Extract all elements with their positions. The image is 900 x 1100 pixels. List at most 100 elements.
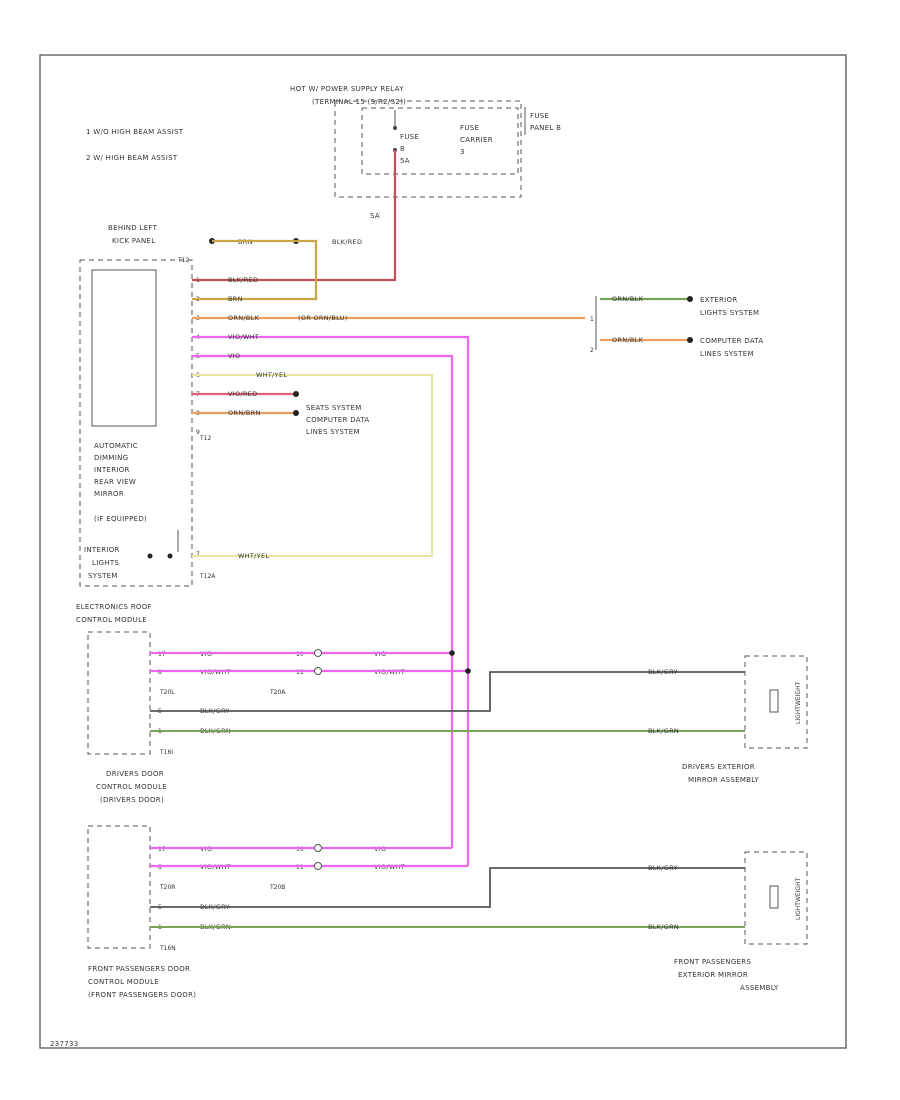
wire-label: WHT/YEL: [256, 371, 287, 379]
mirror-pin: 9: [196, 429, 200, 436]
mirror-connector-bottom: T12: [199, 435, 211, 442]
mirror-label-l3: INTERIOR: [94, 466, 130, 474]
pd-gnd1: [150, 867, 745, 908]
pm-label-l3: ASSEMBLY: [740, 984, 779, 992]
drivers-mirror-box: [744, 655, 808, 749]
branch-wire-2-label: ORN/BLK: [612, 336, 644, 344]
diagram-id: 237733: [50, 1040, 79, 1048]
mirror-pin-lower: 7: [196, 551, 200, 558]
pass-mirror-device: LIGHTWEIGHT: [795, 877, 802, 920]
wire-label: WHT/YEL: [238, 552, 269, 560]
dd-splice-violet-wht: [465, 668, 471, 674]
dd-conn-b: T20A: [269, 689, 286, 696]
pd-pin-top: 17: [158, 846, 166, 853]
kick-panel-ground: BEHIND LEFT KICK PANEL BRN BLK/RED T12: [108, 224, 362, 264]
exterior-lights-branch: ORN/BLK ORN/BLK 1 2 EXTERIOR LIGHTS SYST…: [590, 295, 764, 358]
branch-wire-1-label: ORN/BLK: [612, 295, 644, 303]
relay-title: HOT W/ POWER SUPPLY RELAY: [290, 85, 404, 93]
fuse-carrier-label-l2: CARRIER: [460, 136, 493, 144]
pd-inline-top: 10: [296, 846, 304, 853]
dd-label-l3: (DRIVERS DOOR): [100, 796, 164, 804]
dd-pin-bottom: 8: [158, 669, 162, 676]
fuse-terminal-top: [393, 126, 397, 130]
pd-inline-bottom: 11: [296, 864, 304, 871]
dd-inline-top: 10: [296, 651, 304, 658]
mirror-label-l1: AUTOMATIC: [94, 442, 138, 450]
fuse-carrier-box: [361, 107, 519, 175]
fuse-number: 8: [400, 145, 405, 153]
power-supply-relay: HOT W/ POWER SUPPLY RELAY (TERMINAL 15 (…: [290, 85, 561, 220]
wire-violet-wht: [192, 335, 470, 866]
dd-gnd1: [150, 671, 745, 712]
seats-connector-1: [293, 391, 299, 397]
diagram-frame: [39, 54, 847, 1049]
pd-pin-bottom: 8: [158, 864, 162, 871]
wire-label: ORN/BLK: [228, 314, 260, 322]
pd-label-l2: CONTROL MODULE: [88, 978, 159, 986]
interior-lights-l1: INTERIOR: [84, 546, 120, 554]
pass-door-box: [87, 825, 151, 949]
wire-label: BLK/RED: [228, 276, 258, 284]
mirror-label-l2: DIMMING: [94, 454, 128, 462]
pm-label-l1: FRONT PASSENGERS: [674, 958, 751, 966]
seats-system: SEATS SYSTEM COMPUTER DATA LINES SYSTEM: [293, 391, 370, 436]
pd-label-l1: FRONT PASSENGERS DOOR: [88, 965, 190, 973]
pass-mirror-box: [744, 851, 808, 945]
wire-label: (OR ORN/BLU): [298, 314, 348, 322]
inline-connector: [314, 862, 322, 870]
dm-wire1: BLK/GRY: [648, 668, 678, 676]
pm-wire2: BLK/GRN: [648, 923, 679, 931]
wire-labels: BLK/RED BRN ORN/BLK (OR ORN/BLU) VIO/WHT…: [228, 276, 348, 560]
pm-label-l2: EXTERIOR MIRROR: [678, 971, 748, 979]
mirror-label-l5: MIRROR: [94, 490, 124, 498]
fuse-name: FUSE: [400, 133, 419, 141]
mirror-label-l6: (IF EQUIPPED): [94, 515, 147, 523]
ext-lights-l2: LIGHTS SYSTEM: [700, 309, 759, 317]
fuse-panel-label-l2: PANEL B: [530, 124, 561, 132]
drivers-mirror-device: LIGHTWEIGHT: [795, 681, 802, 724]
interior-lights-splice: [167, 553, 173, 559]
wire-label: VIO/RED: [228, 390, 257, 398]
fuse-rating: 5A: [400, 157, 410, 165]
wire-fuse-feed: [192, 150, 397, 282]
dd-conn-a: T20L: [159, 689, 175, 696]
drivers-door-box: [87, 631, 151, 755]
dd-splice-violet: [449, 650, 455, 656]
branch-index-2: 2: [590, 347, 594, 354]
ground-red-label: BLK/RED: [332, 238, 362, 246]
fuse-panel-label-l1: FUSE: [530, 112, 549, 120]
mirror-outer-box: [79, 259, 193, 587]
pd-conn-a: T20R: [159, 884, 175, 891]
drivers-door-module: 17 8 VIO VIO/WHT 10 11 VIO VIO/WHT T20L …: [87, 631, 405, 804]
pd-conn-bottom: T16N: [159, 945, 176, 952]
data-lines-connector: [687, 337, 693, 343]
ground-label-l1: BEHIND LEFT: [108, 224, 158, 232]
branch-index-1: 1: [590, 316, 594, 323]
fuse-carrier-label-l3: 3: [460, 148, 465, 156]
passenger-exterior-mirror: LIGHTWEIGHT FRONT PASSENGERS EXTERIOR MI…: [674, 851, 808, 992]
dd-label-l1: DRIVERS DOOR: [106, 770, 164, 778]
seats-label-l1: SEATS SYSTEM: [306, 404, 362, 412]
legend: 1 W/O HIGH BEAM ASSIST 2 W/ HIGH BEAM AS…: [86, 128, 183, 162]
roof-module-label-l2: CONTROL MODULE: [76, 616, 147, 624]
pass-mirror-element: [769, 885, 779, 909]
seats-connector-2: [293, 410, 299, 416]
wire-brn-ground: [192, 239, 318, 301]
drivers-mirror-element: [769, 689, 779, 713]
wire-label: BRN: [228, 295, 243, 303]
wire-label: ORN/BRN: [228, 409, 261, 417]
pm-wire1: BLK/GRY: [648, 864, 678, 872]
wire-label: VIO/WHT: [228, 333, 259, 341]
inline-connectors: [314, 649, 322, 870]
dd-pin-top: 17: [158, 651, 166, 658]
seats-label-l2: COMPUTER DATA: [306, 416, 370, 424]
wire-label: VIO: [228, 352, 240, 360]
ground-label-l2: KICK PANEL: [112, 237, 155, 245]
interior-lights-l3: SYSTEM: [88, 572, 118, 580]
wire-violet: [192, 354, 454, 848]
data-lines-l2: LINES SYSTEM: [700, 350, 754, 358]
data-lines-l1: COMPUTER DATA: [700, 337, 764, 345]
interior-lights-connector: [147, 553, 153, 559]
roof-module-label-l1: ELECTRONICS ROOF: [76, 603, 152, 611]
seats-label-l3: LINES SYSTEM: [306, 428, 360, 436]
